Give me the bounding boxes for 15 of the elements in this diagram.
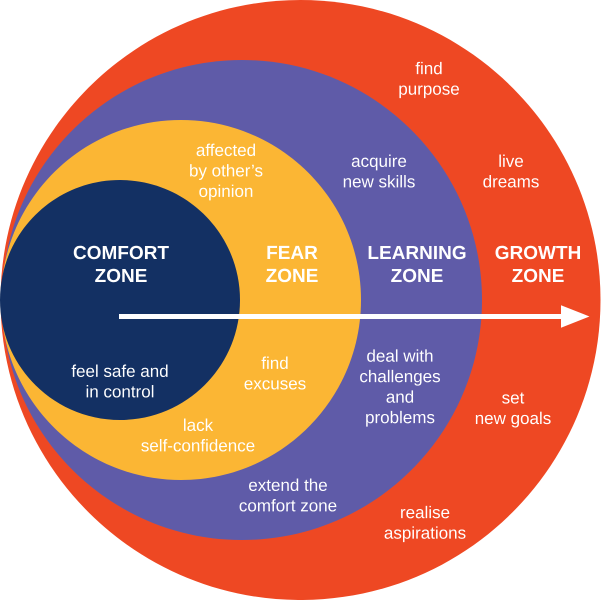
zone-heading: COMFORT ZONE [74, 246, 169, 282]
zone-note: set new goals [476, 392, 551, 428]
zone-note: lack self-confidence [141, 418, 254, 452]
zone-note: acquire new skills [344, 154, 415, 188]
zone-note: find excuses [244, 356, 306, 390]
zone-note: extend the comfort zone [240, 478, 336, 512]
zone-note: find purpose [399, 62, 459, 98]
zone-note: affected by other’s opinion [190, 144, 262, 200]
zone-note: live dreams [483, 154, 539, 188]
zone-heading: LEARNING ZONE [368, 246, 466, 282]
zone-heading: FEAR ZONE [266, 246, 318, 282]
zone-note: realise aspirations [384, 506, 466, 542]
zone-note: feel safe and in control [72, 364, 168, 398]
zone-note: deal with challenges and problems [360, 349, 440, 427]
zone-heading: GROWTH ZONE [496, 246, 580, 282]
